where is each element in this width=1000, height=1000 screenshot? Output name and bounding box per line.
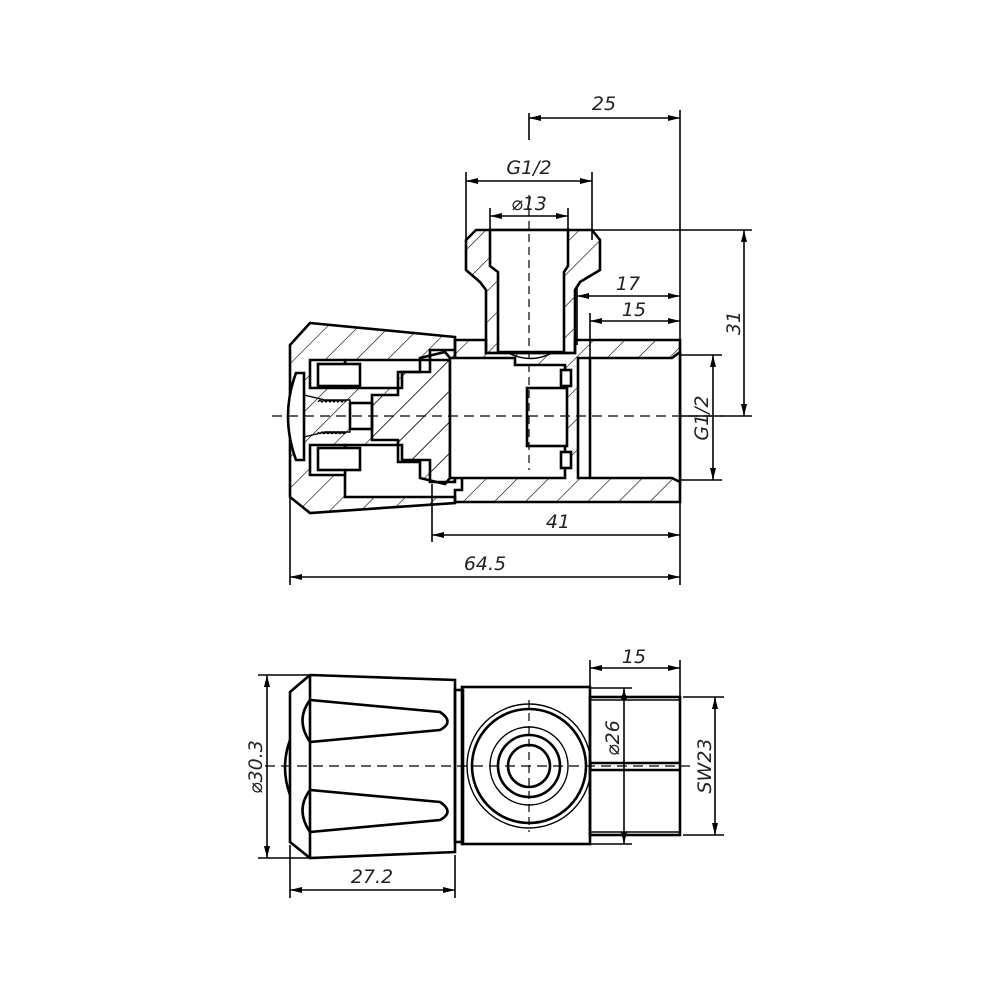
dim-label-d26: ⌀26 (602, 720, 624, 756)
spindle-insert-top (316, 362, 362, 388)
dim-label-31: 31 (723, 311, 745, 335)
outlet-bore (576, 349, 682, 485)
front-view: ⌀30.3 27.2 15 ⌀26 SW23 (245, 646, 724, 898)
dim-label-g12-top: G1/2 (506, 157, 551, 179)
dim-label-17: 17 (616, 273, 640, 295)
screw-thread (317, 399, 347, 435)
dim-label-g12-side: G1/2 (691, 395, 713, 440)
top-bore-bottom (507, 352, 553, 360)
dim-label-15-top: 15 (622, 299, 646, 321)
dim-label-64-5: 64.5 (464, 553, 506, 575)
spindle-insert-bottom (316, 446, 362, 472)
dim-label-27-2: 27.2 (351, 866, 393, 888)
dim-label-d30-3: ⌀30.3 (245, 740, 267, 794)
knob-dome (283, 739, 292, 796)
dim-label-41: 41 (546, 511, 570, 533)
valve-seat (525, 386, 569, 448)
seat-ring-top (559, 368, 573, 388)
dim-label-d13: ⌀13 (511, 193, 547, 215)
knob-flute-top (301, 698, 449, 744)
dim-label-sw23: SW23 (694, 738, 716, 793)
dim-label-15-front: 15 (622, 646, 646, 668)
bonnet-section (370, 350, 452, 486)
seat-ring-bottom (559, 450, 573, 470)
knob-flute-bottom (301, 788, 449, 834)
section-view: 25 G1/2 ⌀13 31 17 15 G1/2 41 (272, 93, 752, 585)
dim-label-25: 25 (592, 93, 616, 115)
